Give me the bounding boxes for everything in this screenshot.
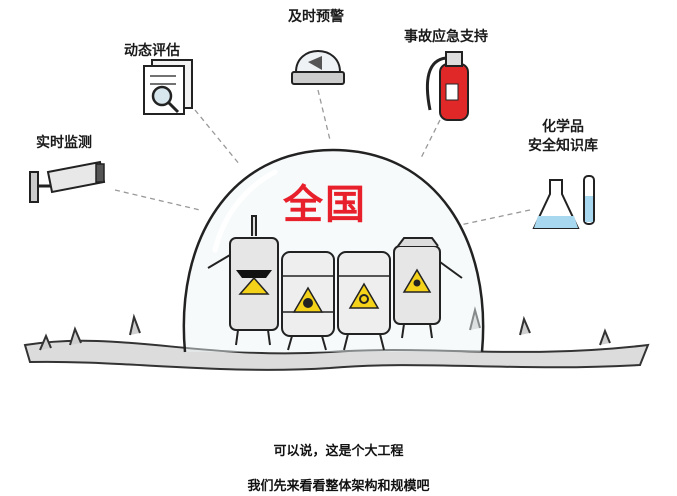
feature-knowledge-line1: 化学品	[542, 119, 584, 135]
barrel-2	[281, 251, 335, 351]
barrel-1	[207, 215, 279, 346]
report-magnifier-icon	[143, 59, 193, 115]
ground	[23, 306, 650, 371]
caption-line-1: 可以说，这是个大工程	[273, 444, 404, 459]
feature-knowledge-label: 化学品 安全知识库	[528, 118, 598, 156]
diagram-scene	[23, 50, 650, 371]
lab-flask-icon	[532, 175, 595, 229]
feature-warning-label: 及时预警	[288, 9, 344, 25]
barrel-3	[337, 251, 391, 351]
feature-monitoring-label: 实时监测	[36, 135, 92, 151]
biohazard-icon	[348, 282, 380, 309]
fire-extinguisher-icon	[425, 51, 469, 121]
siren-icon	[291, 50, 345, 85]
center-label: 全国	[283, 182, 367, 228]
radioactive-icon	[292, 286, 324, 313]
security-camera-icon	[29, 160, 106, 203]
skull-hazard-icon	[402, 268, 432, 293]
connector-lines	[114, 89, 531, 226]
feature-knowledge-line2: 安全知识库	[528, 138, 598, 154]
barrel-4	[393, 237, 463, 339]
feature-emergency-label: 事故应急支持	[404, 29, 488, 45]
feature-assessment-label: 动态评估	[124, 43, 180, 59]
caption-line-2: 我们先来看看整体架构和规模吧	[247, 479, 430, 494]
